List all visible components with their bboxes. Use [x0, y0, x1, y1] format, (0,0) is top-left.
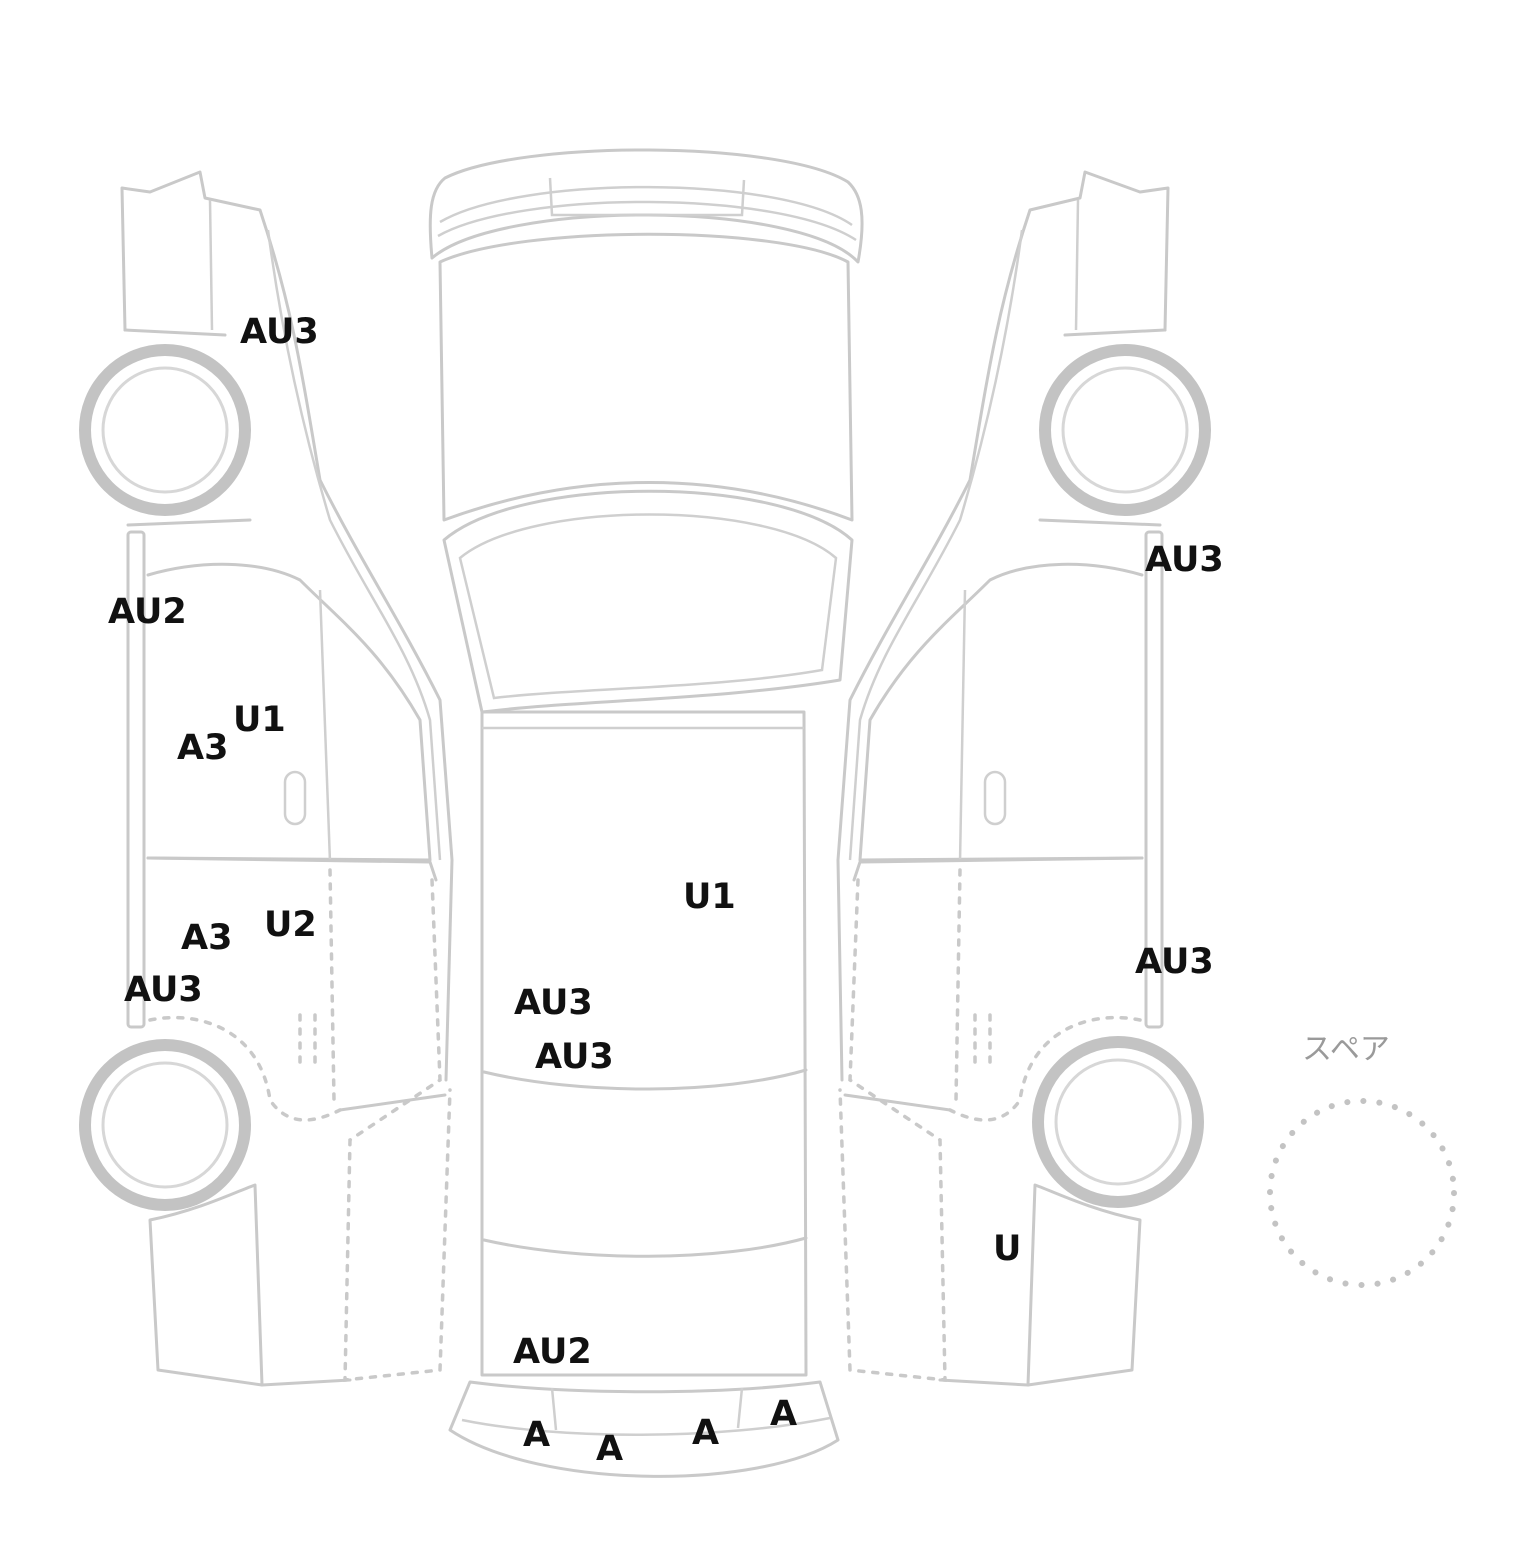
damage-mark-left-rear-door-u: U2: [264, 905, 317, 945]
spare-label: スペア: [1302, 1032, 1390, 1067]
damage-mark-right-rocker: AU3: [1135, 942, 1214, 982]
damage-mark-left-front-door-u: U1: [233, 700, 286, 740]
damage-mark-rear-bumper-4: A: [770, 1394, 798, 1434]
damage-mark-rear-bumper-1: A: [523, 1415, 551, 1455]
damage-mark-roof-rear-2: AU3: [535, 1037, 614, 1077]
tire-right-rear: [1032, 1036, 1204, 1208]
tire-left-front: [79, 344, 251, 516]
damage-mark-left-front-door-a: A3: [177, 728, 229, 768]
damage-mark-rear-bumper-3: A: [692, 1413, 720, 1453]
top-view-outline: [428, 148, 864, 1478]
damage-mark-right-rear-quarter: U: [993, 1229, 1022, 1269]
right-side-view-outline: [836, 170, 1170, 1387]
damage-mark-left-rear-door-a: A3: [181, 918, 233, 958]
damage-mark-left-rocker: AU3: [124, 970, 203, 1010]
damage-mark-right-pillar: AU3: [1145, 540, 1224, 580]
damage-mark-left-pillar: AU2: [108, 592, 187, 632]
damage-mark-left-front-fender: AU3: [240, 312, 319, 352]
damage-mark-rear-bumper-2: A: [596, 1429, 624, 1469]
tire-left-rear: [79, 1039, 251, 1211]
damage-mark-tailgate: AU2: [513, 1332, 592, 1372]
tire-right-front: [1039, 344, 1211, 516]
damage-mark-roof: U1: [683, 877, 736, 917]
damage-mark-roof-rear-1: AU3: [514, 983, 593, 1023]
spare-tire-marker: [1267, 1098, 1457, 1288]
left-side-view-outline: [120, 170, 454, 1387]
